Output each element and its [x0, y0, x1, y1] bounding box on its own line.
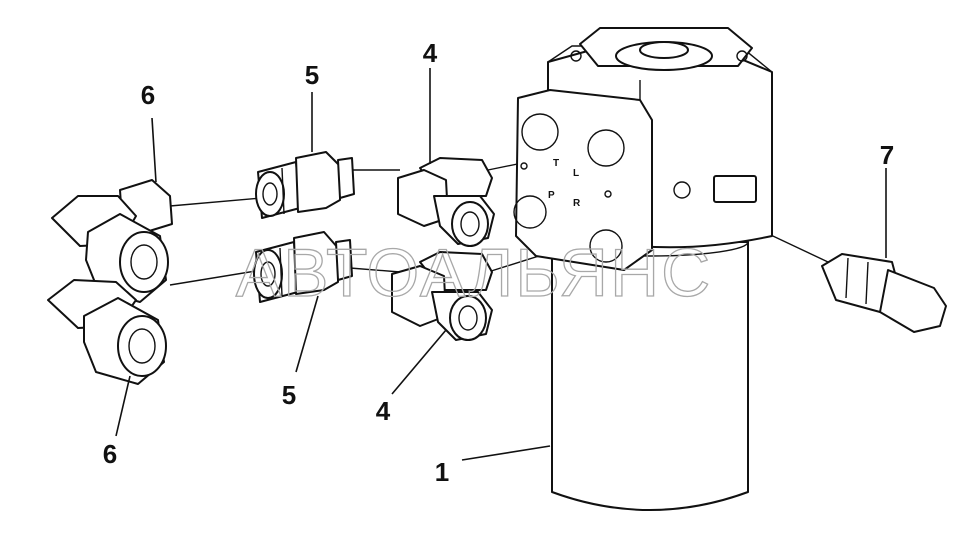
elbow-nut-upper: [51, 179, 173, 303]
elbow-fitting-lower: [391, 251, 493, 341]
callout-6-bottom: 6: [103, 439, 117, 469]
elbow-fitting-upper: [397, 157, 495, 247]
adapter-fitting-upper: [255, 151, 355, 219]
port-label-l: L: [573, 168, 579, 179]
callout-5-top: 5: [305, 60, 319, 90]
callout-4-bottom: 4: [376, 396, 391, 426]
callout-5-bottom: 5: [282, 380, 296, 410]
port-label-t: T: [553, 158, 559, 169]
callout-6-top: 6: [141, 80, 155, 110]
port-label-r: R: [573, 198, 581, 209]
steering-valve-body: T L P R: [513, 27, 773, 511]
port-label-p: P: [548, 190, 555, 201]
callout-7: 7: [880, 140, 894, 170]
watermark-text: АВТОАЛЬЯНС: [236, 235, 712, 311]
adapter-fitting-lower: [253, 231, 353, 303]
callout-1: 1: [435, 457, 449, 487]
elbow-nut-lower: [47, 279, 167, 385]
plug-fitting: [821, 253, 947, 333]
leader-lines: [115, 68, 887, 461]
callout-4-top: 4: [423, 38, 438, 68]
